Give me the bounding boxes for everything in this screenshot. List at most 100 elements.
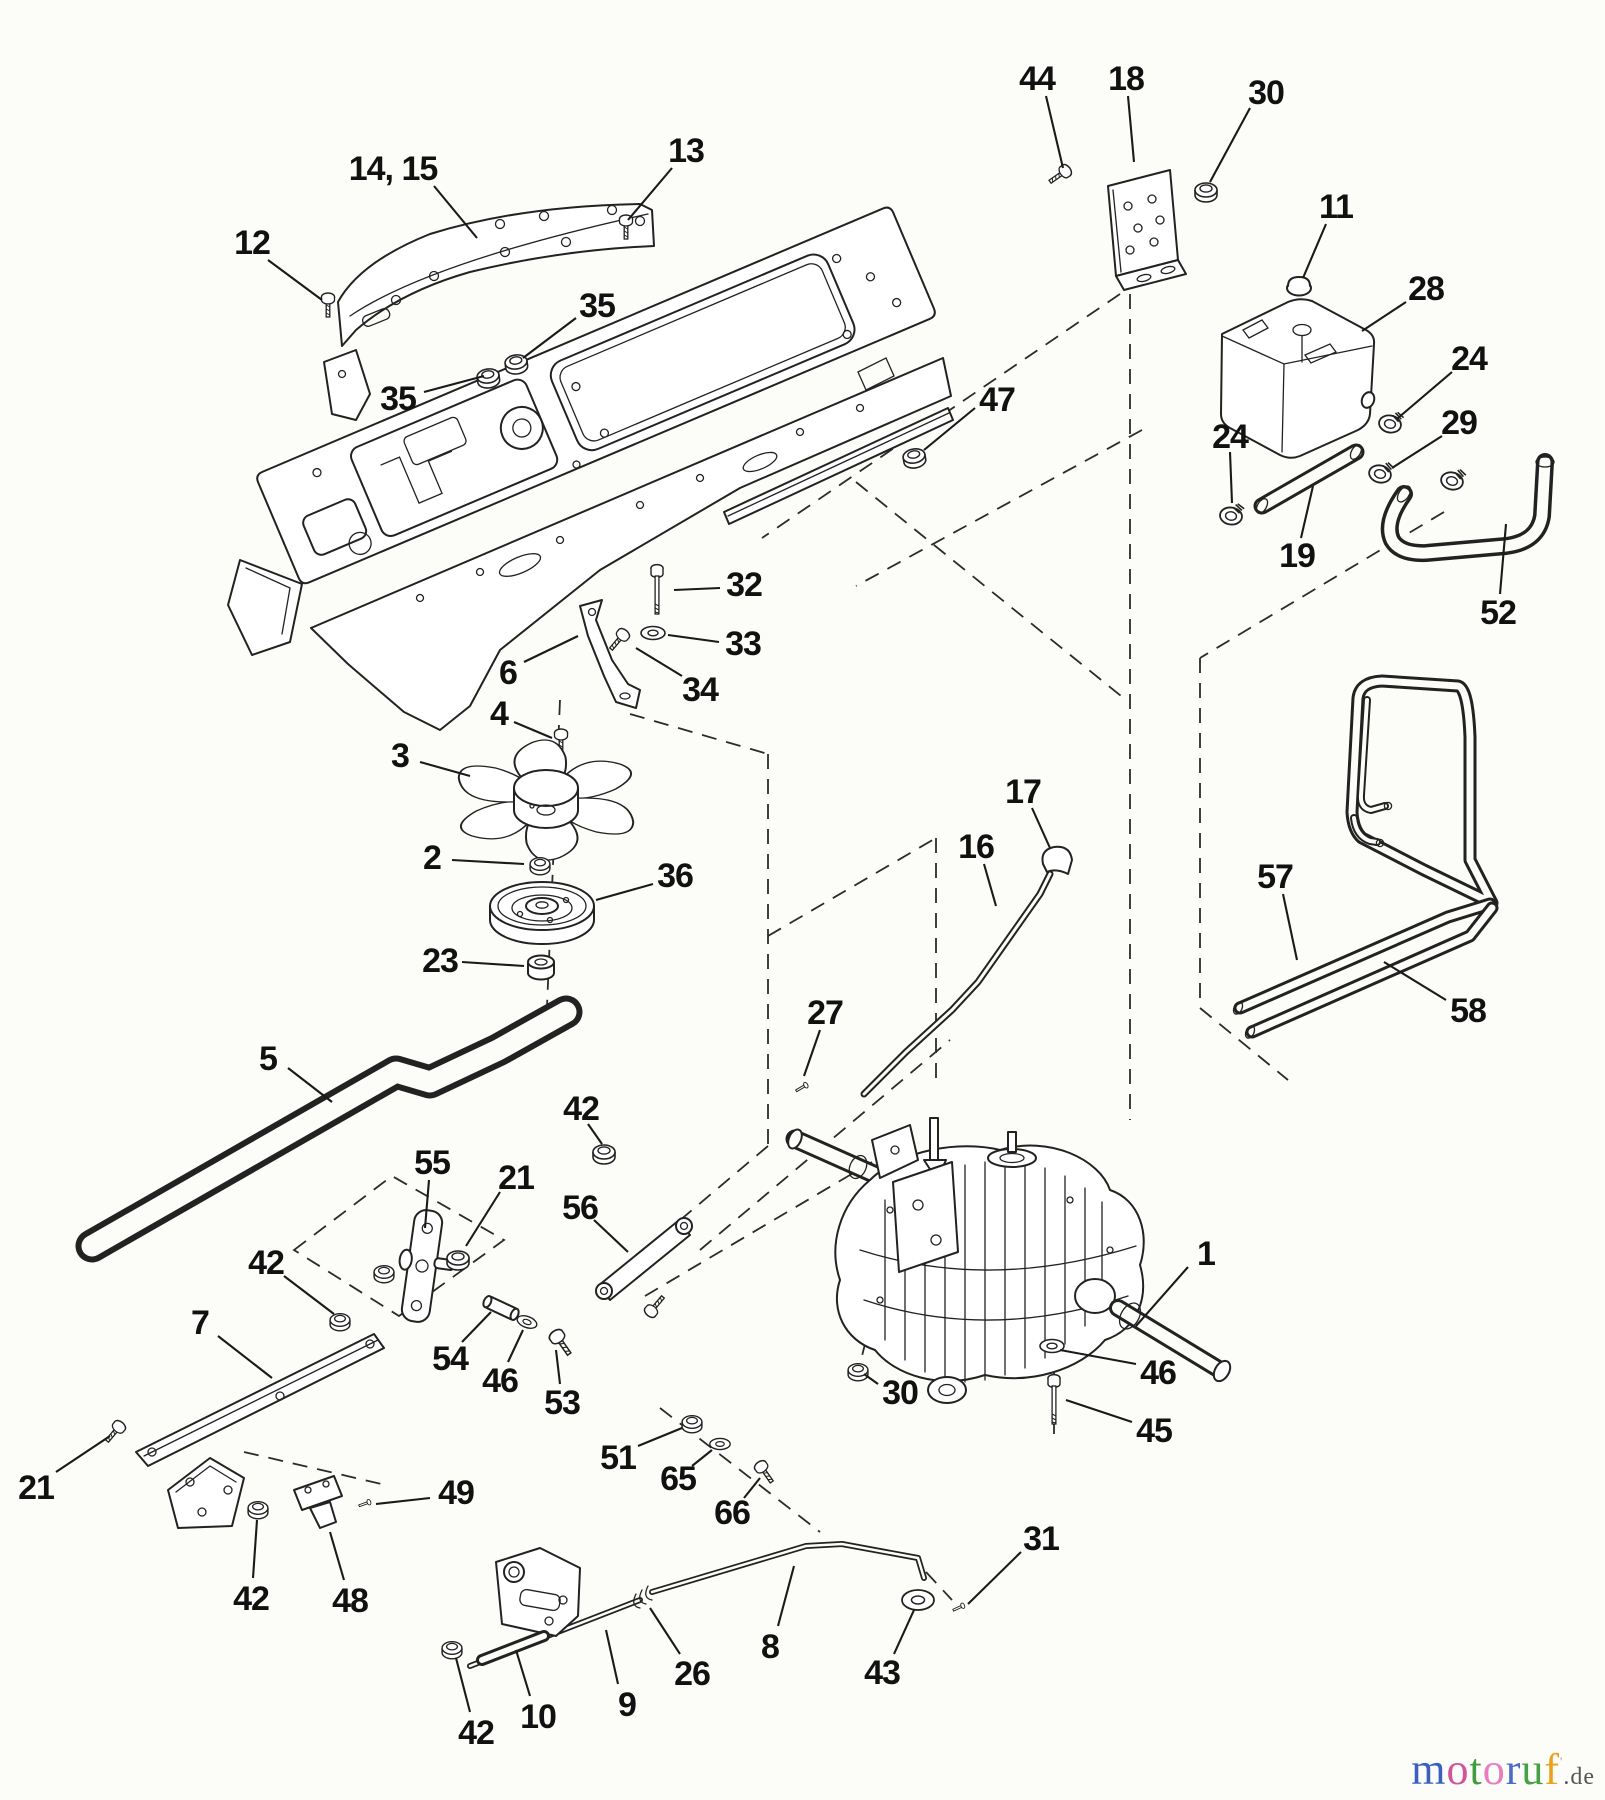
leader-line-6 — [523, 635, 579, 663]
bracket-6 — [579, 599, 641, 709]
leader-line-21 — [55, 1435, 111, 1473]
callout-7: 7 — [191, 1304, 209, 1342]
hose-52 — [1380, 453, 1555, 563]
callout-47: 47 — [979, 381, 1015, 419]
bracket-48 — [293, 1475, 343, 1511]
nut-51 — [681, 1414, 703, 1434]
washer-43 — [901, 1589, 935, 1611]
leader-line-23 — [461, 960, 525, 968]
nut-30-top — [1194, 182, 1218, 203]
callout-34: 34 — [682, 671, 719, 709]
callout-11: 11 — [1319, 188, 1353, 226]
callout-65: 65 — [660, 1460, 696, 1498]
callout-51: 51 — [600, 1439, 636, 1477]
hose-19 — [1253, 443, 1365, 515]
pulley-36 — [489, 881, 595, 945]
leader-line-42 — [283, 1275, 335, 1315]
nut-42-a — [592, 1144, 616, 1165]
callout-27: 27 — [807, 994, 843, 1032]
callout-45: 45 — [1136, 1412, 1172, 1450]
callout-17: 17 — [1005, 773, 1041, 811]
callout-42: 42 — [563, 1090, 599, 1128]
callout-3: 3 — [391, 737, 409, 775]
nut-2 — [529, 856, 551, 876]
leader-line-65 — [691, 1449, 713, 1467]
leader-line-48 — [328, 1531, 346, 1581]
leader-line-4 — [513, 721, 553, 739]
washer-33 — [640, 625, 666, 641]
callout-10: 10 — [520, 1698, 556, 1736]
callout-16: 16 — [958, 828, 994, 866]
logo-letter: o — [1446, 1745, 1470, 1794]
callout-43: 43 — [864, 1654, 900, 1692]
leader-line-49 — [375, 1496, 431, 1506]
leader-line-30 — [1209, 107, 1251, 183]
callout-53: 53 — [544, 1384, 580, 1422]
leader-line-57 — [1281, 893, 1299, 961]
leader-line-1 — [1135, 1266, 1189, 1327]
leader-line-19 — [1299, 485, 1315, 539]
leader-line-28 — [1361, 301, 1407, 332]
washer-65 — [709, 1437, 731, 1451]
dipstick-rod-16 — [860, 870, 1054, 1098]
leader-line-47 — [923, 407, 976, 451]
callout-6: 6 — [499, 654, 517, 692]
callout-30: 30 — [1248, 74, 1284, 112]
nut-42-e — [373, 1264, 395, 1284]
leader-line-43 — [893, 1609, 915, 1655]
leader-line-34 — [635, 647, 683, 677]
callout-56: 56 — [562, 1189, 598, 1227]
leader-line-10 — [514, 1649, 532, 1697]
leader-line-21 — [465, 1191, 501, 1247]
transmission-1 — [785, 1117, 1232, 1404]
fan-3 — [457, 739, 635, 861]
callout-32: 32 — [726, 566, 762, 604]
plate-48-cluster — [167, 1457, 343, 1529]
callout-55: 55 — [414, 1144, 450, 1182]
clamp-29b — [1438, 464, 1468, 494]
clamp-24-left — [1218, 500, 1246, 527]
callout-42: 42 — [233, 1580, 269, 1618]
nut-42-b — [329, 1312, 351, 1332]
leader-line-42 — [454, 1657, 472, 1713]
callout-13: 13 — [668, 132, 704, 170]
bolt-56-pivot — [641, 1292, 669, 1321]
leader-line-44 — [1044, 95, 1065, 169]
callout-44: 44 — [1019, 60, 1056, 98]
leader-line-29 — [1391, 435, 1443, 469]
screw-21-lower — [101, 1417, 129, 1446]
callout-4: 4 — [490, 695, 509, 733]
callout-9: 9 — [618, 1686, 636, 1724]
clamp-24-right — [1376, 408, 1406, 436]
callout-42: 42 — [248, 1244, 284, 1282]
nut-47 — [901, 446, 928, 471]
callout-49: 49 — [438, 1474, 474, 1512]
callout-19: 19 — [1279, 537, 1315, 575]
leader-line-35 — [423, 374, 485, 394]
logo-letter: f — [1544, 1745, 1560, 1794]
callout-23: 23 — [422, 942, 458, 980]
leader-line-5 — [287, 1067, 333, 1103]
leader-line-56 — [593, 1219, 629, 1253]
leader-line-2 — [451, 858, 525, 866]
leader-line-42 — [587, 1123, 603, 1145]
leader-line-7 — [217, 1335, 273, 1379]
logo-letter: r — [1505, 1745, 1522, 1794]
leader-line-11 — [1302, 223, 1327, 279]
nut-42-d — [441, 1640, 463, 1660]
leader-line-36 — [595, 882, 654, 902]
callout-36: 36 — [657, 857, 693, 895]
motoruf-watermark[interactable]: motoruf'.de — [1411, 1748, 1595, 1792]
pin-27 — [794, 1081, 810, 1094]
leader-line-35 — [522, 317, 577, 359]
leader-line-24 — [1397, 371, 1453, 419]
logo-letter: u — [1521, 1745, 1545, 1794]
callout-5: 5 — [259, 1040, 277, 1078]
callout-35: 35 — [579, 287, 615, 325]
callout-66: 66 — [714, 1494, 750, 1532]
frame-chassis — [227, 206, 954, 731]
domain-suffix: .de — [1563, 1764, 1595, 1790]
tank-28 — [1220, 298, 1376, 459]
